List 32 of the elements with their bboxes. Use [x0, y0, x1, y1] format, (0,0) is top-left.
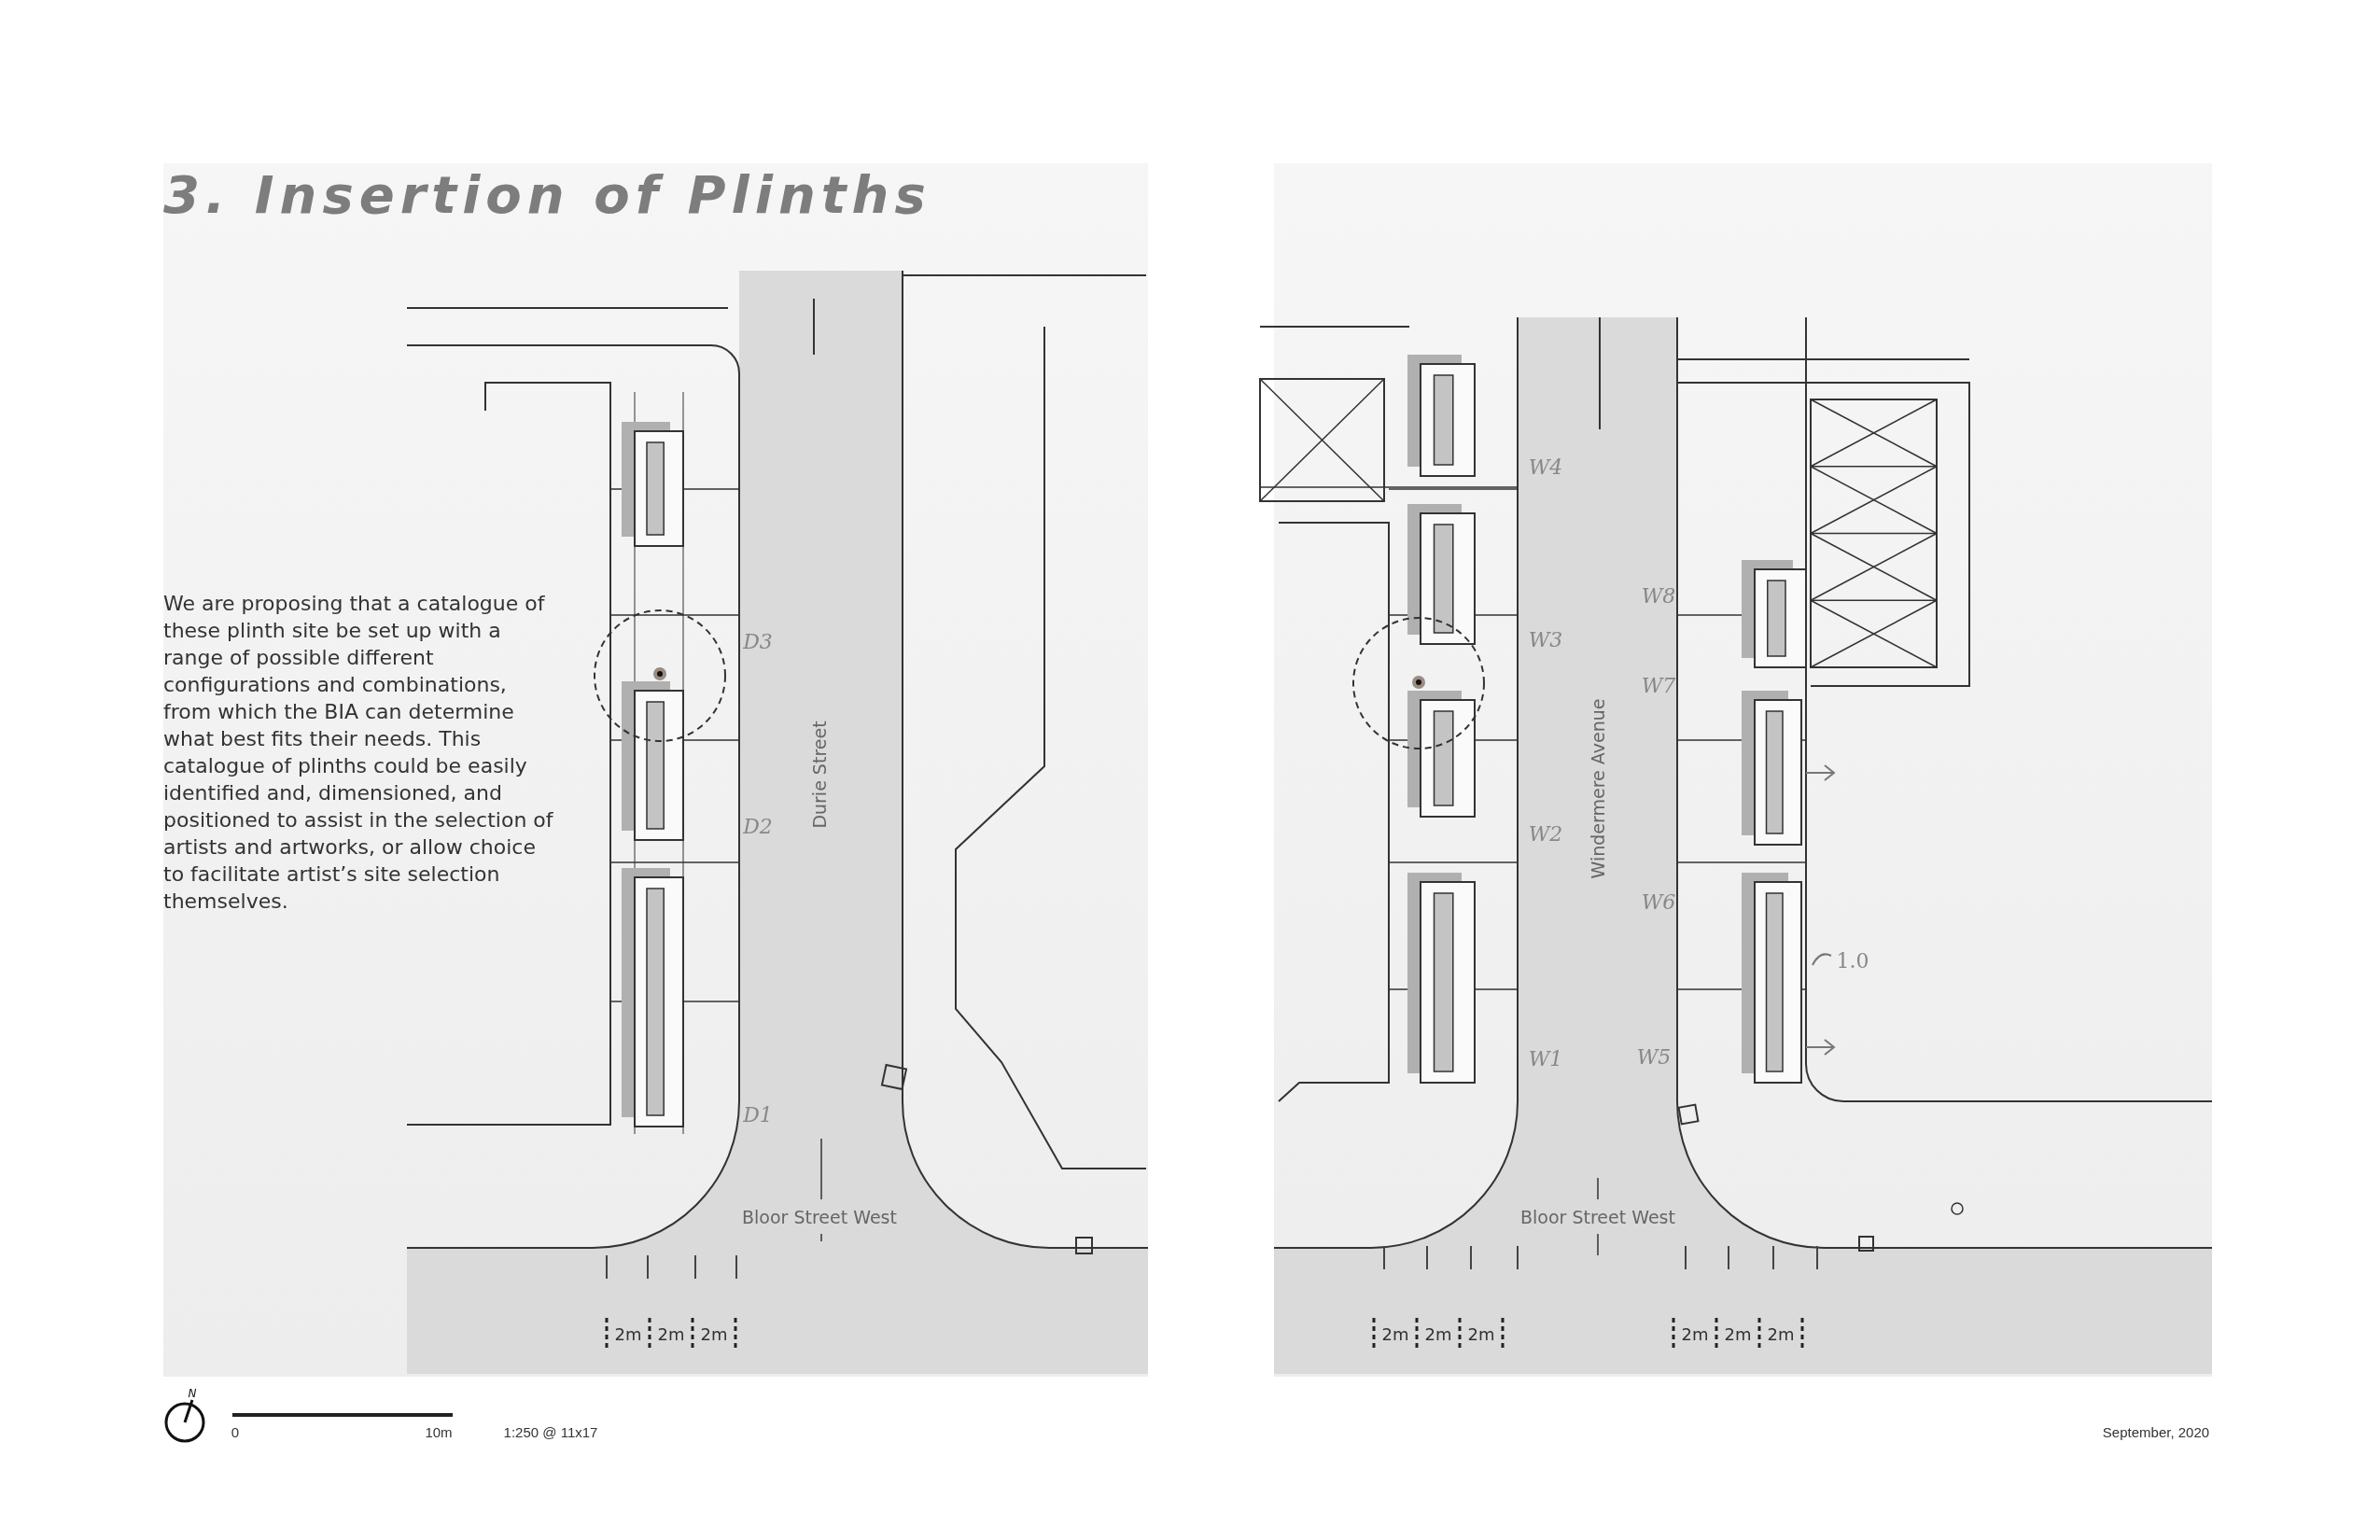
site-code: D1 — [743, 1103, 773, 1127]
site-code: D2 — [743, 815, 773, 839]
site-code: W2 — [1528, 822, 1563, 847]
dimension-label: 2m — [1767, 1325, 1795, 1344]
dimension-label: 2m — [1467, 1325, 1495, 1344]
scale-label: 1:250 @ 11x17 — [503, 1424, 598, 1441]
north-letter: N — [188, 1388, 197, 1401]
dimension-note: 1.0 — [1836, 949, 1869, 973]
site-code: D3 — [743, 630, 773, 654]
site-code: W3 — [1528, 628, 1563, 652]
site-code: W4 — [1528, 455, 1563, 480]
dimension-label: 2m — [614, 1325, 642, 1344]
site-code: W1 — [1528, 1047, 1563, 1071]
dimension-label: 2m — [1724, 1325, 1752, 1344]
street-name: Windermere Avenue — [1588, 698, 1608, 879]
dimension-label: 2m — [657, 1325, 685, 1344]
page-title: 3. Insertion of Plinths — [163, 166, 931, 224]
dimension-label: 2m — [1424, 1325, 1452, 1344]
dimension-label: 2m — [1681, 1325, 1709, 1344]
street-name: Bloor Street West — [1520, 1207, 1675, 1227]
street-name: Durie Street — [809, 721, 830, 829]
site-code: W7 — [1641, 674, 1676, 698]
description-paragraph: We are proposing that a catalogue of these plinth site be set up with a range of possible different configurations and combinations, from which the BIA can determine what best fits their needs. This catalogue of plinths could be easily identified and, dimensioned, and positioned to assist in the selection of artists and artworks, or allow choice to facilitate artist’s site selection themselves. — [163, 591, 554, 915]
street-name: Bloor Street West — [742, 1207, 897, 1227]
site-code: W5 — [1636, 1045, 1672, 1070]
site-code: W8 — [1641, 584, 1676, 609]
scale-label: 10m — [425, 1424, 453, 1441]
date-label: September, 2020 — [2102, 1424, 2210, 1441]
scale-label: 0 — [231, 1424, 240, 1441]
dimension-label: 2m — [700, 1325, 728, 1344]
dimension-label: 2m — [1381, 1325, 1409, 1344]
site-code: W6 — [1641, 890, 1676, 915]
